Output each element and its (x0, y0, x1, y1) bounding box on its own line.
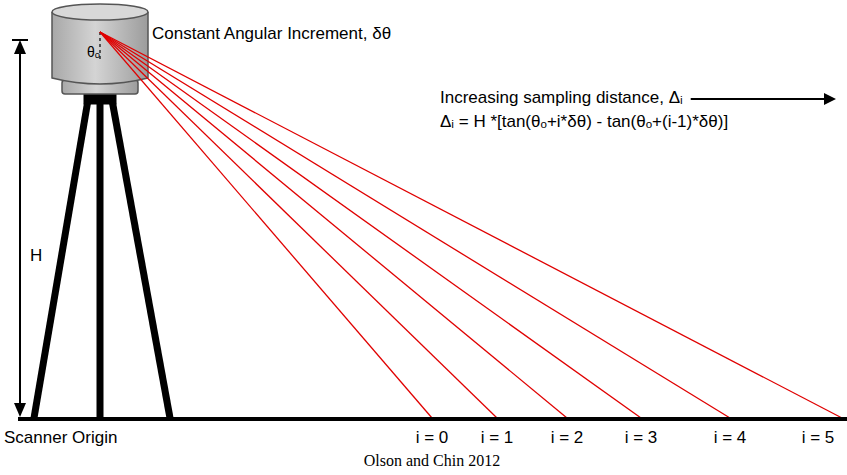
angle-label: Constant Angular Increment, δθ (152, 24, 391, 44)
tripod (34, 92, 170, 418)
index-label: i = 3 (625, 428, 658, 448)
direction-arrow (691, 93, 836, 105)
height-dimension (12, 40, 28, 417)
caption: Olson and Chin 2012 (364, 452, 500, 470)
index-label: i = 5 (802, 428, 835, 448)
index-label: i = 0 (416, 428, 449, 448)
origin-label: Scanner Origin (4, 428, 117, 448)
index-label: i = 1 (481, 428, 514, 448)
angle-symbol: θₒ (87, 44, 100, 60)
formula-label: Δᵢ = H *[tan(θₒ+i*δθ) - tan(θₒ+(i-1)*δθ)… (440, 112, 728, 132)
sampling-label: Increasing sampling distance, Δᵢ (440, 88, 683, 108)
ground-line (18, 417, 847, 421)
index-label: i = 2 (551, 428, 584, 448)
height-label: H (30, 246, 42, 266)
laser-rays (100, 32, 842, 418)
index-label: i = 4 (714, 428, 747, 448)
